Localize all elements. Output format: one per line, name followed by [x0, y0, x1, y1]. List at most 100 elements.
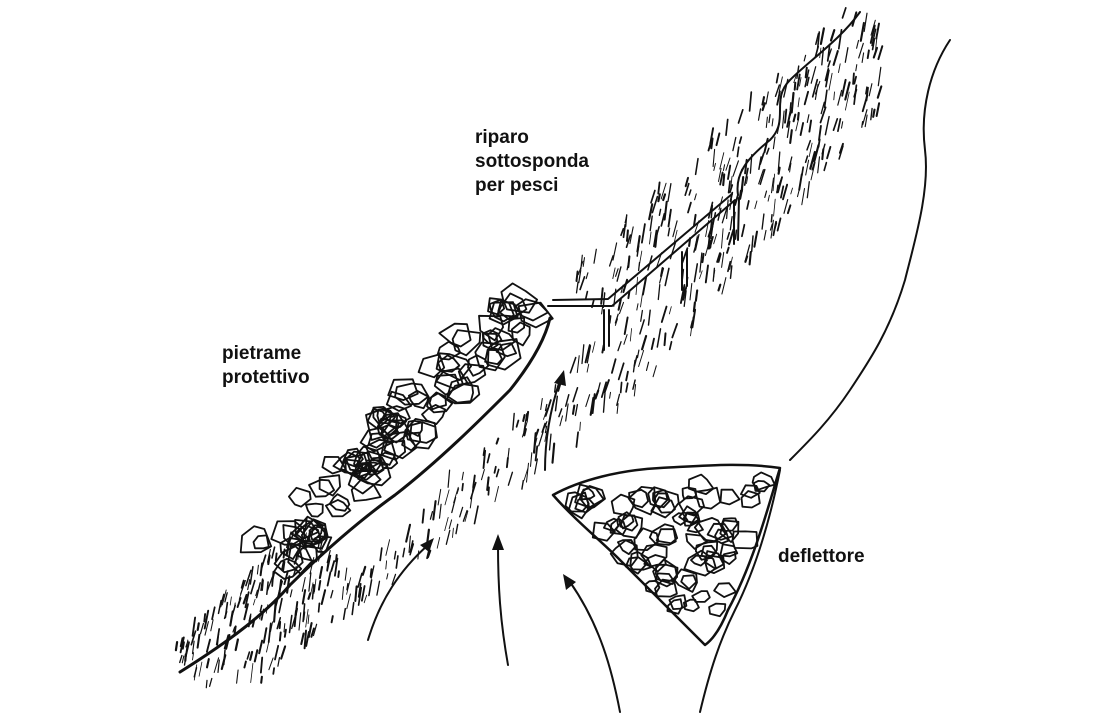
- grass-stroke: [834, 119, 838, 130]
- grass-stroke: [582, 345, 584, 364]
- grass-stroke: [250, 567, 253, 584]
- stone: [714, 583, 736, 597]
- grass-stroke: [834, 92, 835, 100]
- grass-stroke: [309, 573, 311, 591]
- grass-stroke: [663, 194, 665, 200]
- grass-stroke: [279, 599, 282, 613]
- grass-stroke: [794, 115, 796, 122]
- grass-stroke: [236, 640, 238, 651]
- grass-stroke: [626, 372, 628, 381]
- grass-stroke: [821, 28, 824, 44]
- grass-stroke: [535, 430, 538, 438]
- grass-stroke: [839, 30, 842, 49]
- grass-stroke: [618, 342, 621, 351]
- grass-stroke: [805, 92, 808, 105]
- grass-stroke: [790, 103, 791, 110]
- grass-stroke: [274, 603, 276, 622]
- grass-stroke: [641, 295, 643, 307]
- grass-stroke: [210, 679, 212, 687]
- grass-stroke: [386, 561, 387, 569]
- grass-stroke: [777, 74, 779, 83]
- grass-stroke: [807, 115, 809, 123]
- grass-stroke: [535, 459, 538, 474]
- grass-stroke: [280, 622, 281, 628]
- grass-stroke: [403, 548, 405, 556]
- grass-stroke: [180, 656, 182, 663]
- grass-stroke: [553, 444, 555, 463]
- grass-stroke: [728, 166, 730, 179]
- grass-stroke: [273, 668, 274, 674]
- grass-stroke: [689, 238, 690, 246]
- grass-stroke: [871, 109, 872, 120]
- grass-stroke: [517, 421, 519, 427]
- grass-stroke: [878, 86, 882, 97]
- grass-stroke: [260, 606, 261, 612]
- grass-stroke: [795, 83, 796, 90]
- grass-stroke: [722, 278, 726, 294]
- grass-stroke: [488, 487, 489, 495]
- grass-stroke: [839, 64, 841, 73]
- grass-stroke: [313, 585, 314, 599]
- stone: [742, 491, 760, 508]
- grass-stroke: [766, 92, 768, 104]
- grass-stroke: [759, 109, 761, 120]
- grass-stroke: [331, 561, 334, 571]
- grass-stroke: [626, 383, 628, 392]
- grass-stroke: [555, 385, 556, 392]
- grass-stroke: [328, 572, 331, 585]
- grass-stroke: [650, 216, 652, 231]
- grass-stroke: [695, 194, 697, 200]
- grass-stroke: [285, 630, 286, 637]
- grass-stroke: [783, 111, 785, 128]
- grass-stroke: [433, 501, 435, 519]
- grass-stroke: [542, 424, 545, 433]
- grass-stroke: [731, 266, 732, 278]
- grass-stroke: [781, 186, 783, 197]
- stone: [733, 531, 758, 548]
- stone: [447, 377, 473, 403]
- grass-stroke: [745, 160, 747, 174]
- grass-stroke: [206, 680, 207, 687]
- grass-stroke: [612, 359, 616, 373]
- stone: [430, 392, 446, 409]
- grass-stroke: [261, 677, 262, 683]
- grass-stroke: [624, 225, 626, 238]
- grass-stroke: [249, 616, 251, 627]
- grass-stroke: [604, 393, 606, 412]
- grass-stroke: [284, 624, 285, 632]
- grass-stroke: [730, 217, 732, 230]
- grass-stroke: [377, 581, 380, 595]
- grass-stroke: [669, 210, 671, 227]
- grass-stroke: [668, 228, 669, 235]
- grass-stroke: [269, 658, 273, 670]
- grass-stroke: [596, 391, 599, 399]
- grass-stroke: [821, 107, 826, 122]
- grass-stroke: [303, 590, 305, 603]
- grass-stroke: [224, 650, 225, 664]
- grass-stroke: [454, 487, 459, 503]
- stone: [618, 540, 635, 554]
- grass-stroke: [387, 574, 388, 579]
- grass-stroke: [809, 121, 811, 132]
- grass-stroke: [637, 304, 638, 310]
- grass-stroke: [665, 202, 667, 220]
- grass-stroke: [278, 658, 280, 667]
- grass-stroke: [261, 658, 262, 673]
- grass-stroke: [742, 225, 745, 237]
- grass-stroke: [802, 189, 805, 205]
- grass-stroke: [798, 113, 799, 120]
- grass-stroke: [452, 498, 456, 513]
- grass-stroke: [818, 157, 820, 173]
- grass-stroke: [448, 470, 450, 487]
- grass-stroke: [308, 615, 309, 624]
- grass-stroke: [319, 603, 320, 612]
- grass-stroke: [647, 362, 649, 370]
- label-fish-shelter-line-1: riparo: [475, 126, 589, 150]
- grass-stroke: [430, 512, 432, 520]
- grass-stroke: [658, 194, 659, 201]
- grass-stroke: [630, 329, 631, 342]
- grass-stroke: [269, 623, 271, 642]
- grass-stroke: [672, 324, 677, 338]
- grass-stroke: [495, 487, 499, 502]
- grass-stroke: [309, 593, 311, 598]
